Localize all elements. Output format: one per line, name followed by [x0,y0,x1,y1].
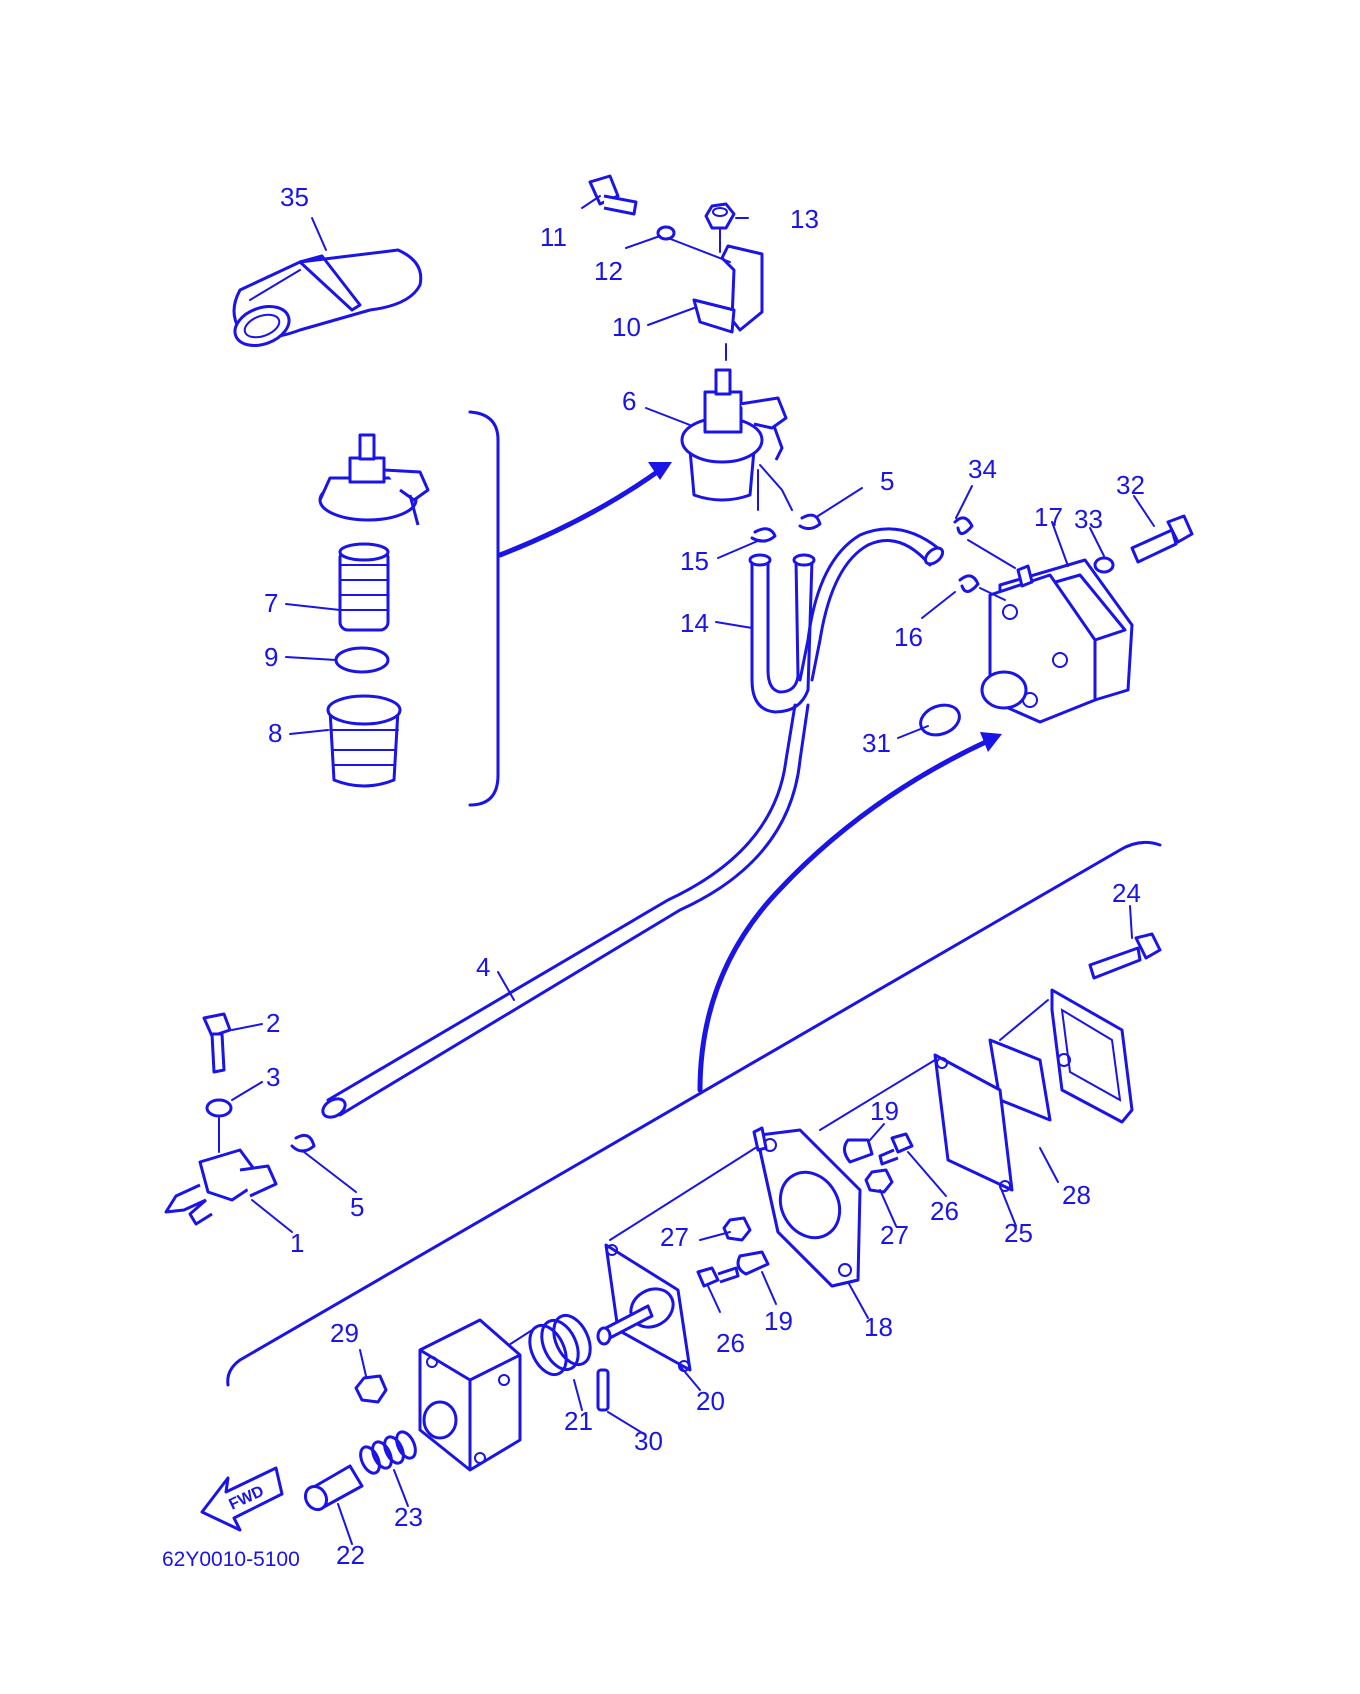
pump-breakdown-frame [226,840,1162,1387]
part-33-washer [1093,556,1115,574]
part-34-clip [953,516,974,535]
callout-17: 17 [1034,502,1063,532]
part-25-gasket [933,1053,1014,1192]
leader-dash-pump [469,999,1049,1371]
callout-29: 29 [330,1318,359,1348]
part-17-fuel-pump [980,558,1134,724]
callout-12: 12 [594,256,623,286]
filter-head-detail [318,433,430,526]
subassembly-arrow-head [648,462,672,480]
callout-20: 20 [696,1386,725,1416]
part-5-clip-lower [290,1133,316,1153]
leader-dash-16-17 [967,539,1016,601]
part-32-bolt [1130,514,1194,564]
part-5-clip-upper [798,513,822,531]
callout-5-lower: 5 [350,1192,364,1222]
callout-31: 31 [862,728,891,758]
pump-breakdown-arrow-head [980,732,1002,752]
leader-dash-6 [757,464,793,511]
part-2-bolt [202,1012,232,1074]
part-1-fuel-joint [164,1148,278,1226]
part-31-o-ring [919,703,961,737]
part-10-bracket [692,244,764,334]
part-27-nut-lower [722,1216,752,1242]
fwd-arrow-icon: FWD [200,1466,284,1532]
callout-21: 21 [564,1406,593,1436]
callout-8: 8 [268,718,282,748]
part-14-fuel-hose [748,527,945,714]
part-19-check-valve-lower [736,1250,770,1276]
part-20-diaphragm [596,1243,692,1372]
callout-11: 11 [540,222,567,252]
callout-24: 24 [1112,878,1141,908]
part-11-bolt [588,174,638,216]
part-26-screw-lower [696,1266,740,1288]
part-24-screw [1088,932,1162,980]
leader-lines [231,195,1155,1545]
drawing-code: 62Y0010-5100 [162,1548,300,1571]
callout-10: 10 [612,312,641,342]
part-13-nut [704,202,736,230]
subassembly-bracket [468,410,500,807]
callout-13: 13 [790,204,819,234]
callout-7: 7 [264,588,278,618]
callout-33: 33 [1074,504,1103,534]
callout-26-lower: 26 [716,1328,745,1358]
callout-25: 25 [1004,1218,1033,1248]
part-26-screw-upper [878,1132,914,1166]
part-15-clip [750,527,777,543]
part-3-washer [205,1098,233,1118]
subassembly-arrow-line [497,467,663,558]
part-18-pump-body [752,1126,862,1288]
callout-9: 9 [264,642,278,672]
part-8-filter-cup [326,694,402,788]
callout-28: 28 [1062,1180,1091,1210]
part-29-nut [354,1374,388,1404]
callout-26-upper: 26 [930,1196,959,1226]
part-6-fuel-filter [680,368,788,502]
callout-27-upper: 27 [880,1220,909,1250]
callout-4: 4 [476,952,490,982]
part-27-nut-upper [864,1168,894,1194]
callout-19-upper: 19 [870,1096,899,1126]
part-23-spring [359,1430,417,1475]
callout-23: 23 [394,1502,423,1532]
callout-2: 2 [266,1008,280,1038]
callout-27-lower: 27 [660,1222,689,1252]
callout-32: 32 [1116,470,1145,500]
part-35-filter-cover [232,248,423,347]
leader-dash-10-13 [667,227,731,361]
part-9-o-ring [334,646,390,674]
callout-5-upper: 5 [880,466,894,496]
callout-15: 15 [680,546,709,576]
part-16-clip [958,574,980,593]
callout-16: 16 [894,622,923,652]
part-28-flap [988,1038,1052,1122]
callout-1: 1 [290,1228,304,1258]
callout-labels: 35 11 12 13 10 6 5 15 14 34 32 17 33 16 … [264,182,1145,1570]
callout-35: 35 [280,182,309,212]
callout-19-lower: 19 [764,1306,793,1336]
part-19-check-valve-upper [843,1138,874,1164]
part-30-pin [596,1368,610,1412]
callout-6: 6 [622,386,636,416]
callout-22: 22 [336,1540,365,1570]
part-4-fuel-hose [321,703,810,1119]
part-7-filter-element [338,542,390,632]
callout-3: 3 [266,1062,280,1092]
callout-18: 18 [864,1312,893,1342]
callout-30: 30 [634,1426,663,1456]
pump-breakdown-arrow-line [697,737,993,1093]
part-28-pump-cover [1050,988,1134,1124]
pump-lower-cover [418,1318,522,1472]
part-21-spring [528,1313,592,1377]
part-22-plunger [303,1464,364,1512]
callout-14: 14 [680,608,709,638]
callout-34: 34 [968,454,997,484]
part-12-washer [656,225,676,241]
